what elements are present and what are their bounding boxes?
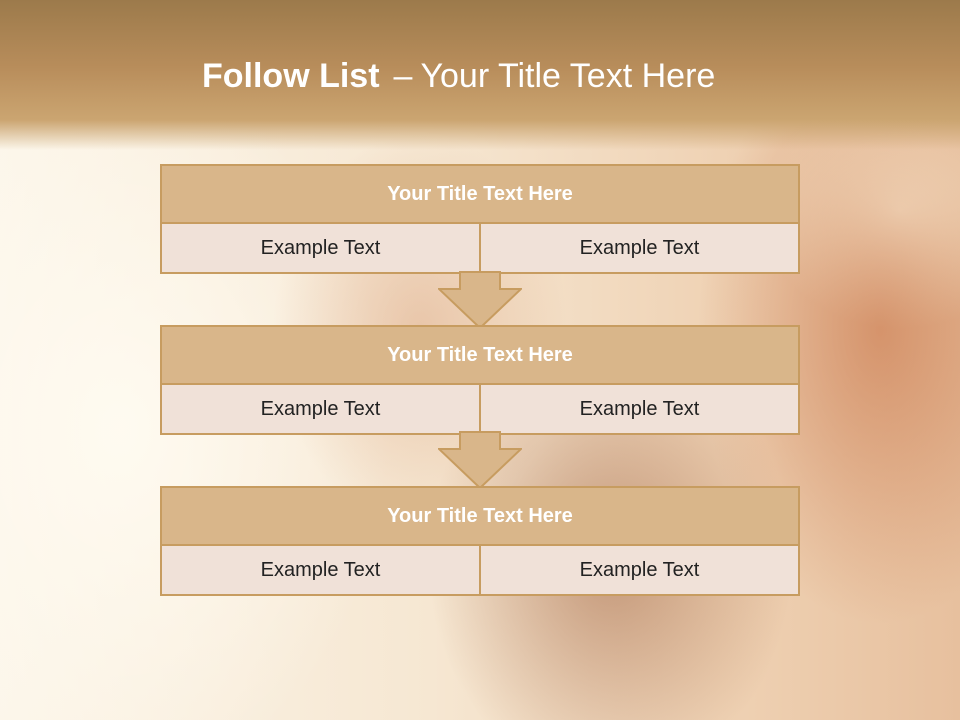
block-cell-left: Example Text — [260, 236, 381, 259]
follow-block-1: Your Title Text Here Example Text Exampl… — [160, 164, 800, 274]
block-row: Example Text Example Text — [162, 546, 798, 594]
title-separator: – — [393, 57, 413, 95]
block-title: Your Title Text Here — [162, 327, 798, 385]
block-cell-right: Example Text — [479, 224, 798, 272]
title-bold: Follow List — [202, 57, 380, 95]
block-row: Example Text Example Text — [162, 224, 798, 272]
block-cell-left: Example Text — [260, 397, 381, 420]
block-cell-right: Example Text — [479, 385, 798, 433]
follow-block-2: Your Title Text Here Example Text Exampl… — [160, 325, 800, 435]
block-title: Your Title Text Here — [162, 166, 798, 224]
block-row: Example Text Example Text — [162, 385, 798, 433]
down-arrow-icon — [438, 271, 522, 329]
block-cell-right: Example Text — [479, 546, 798, 594]
block-cell-left: Example Text — [260, 558, 381, 581]
title-rest: Your Title Text Here — [420, 57, 716, 95]
block-title: Your Title Text Here — [162, 488, 798, 546]
slide-title: Follow List–Your Title Text Here — [202, 52, 902, 100]
follow-block-3: Your Title Text Here Example Text Exampl… — [160, 486, 800, 596]
title-bar — [0, 0, 960, 150]
down-arrow-icon — [438, 431, 522, 489]
